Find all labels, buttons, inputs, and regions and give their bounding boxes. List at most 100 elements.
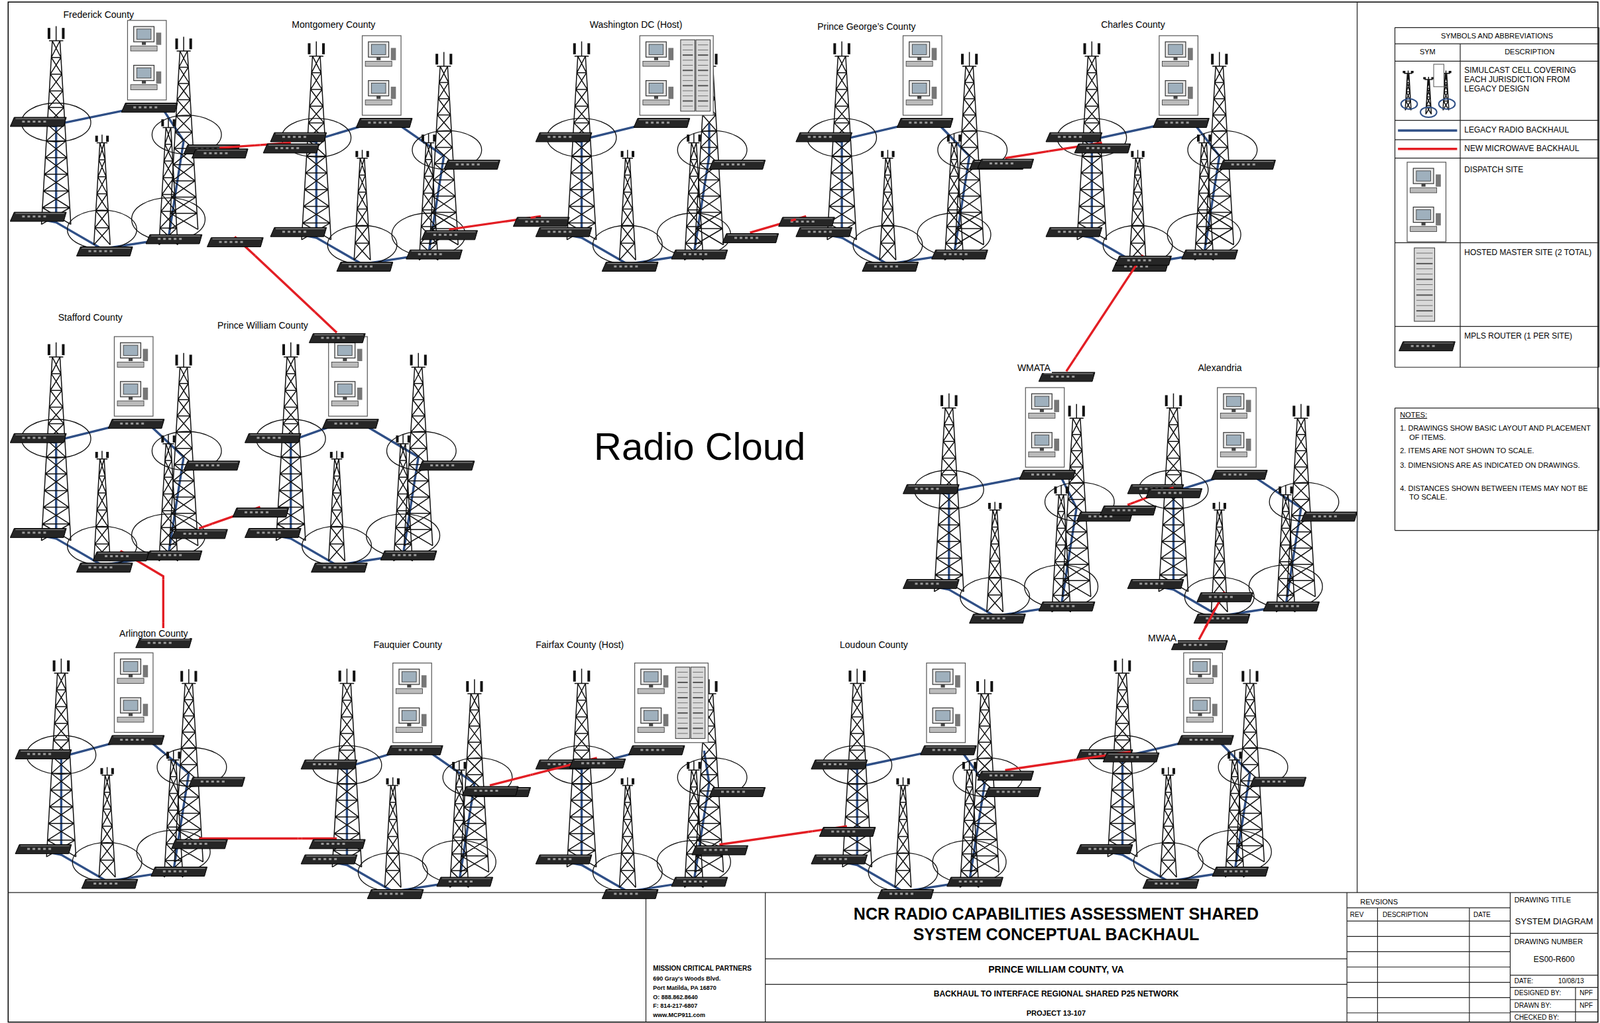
router-body xyxy=(145,550,203,561)
router-edge xyxy=(697,847,747,848)
router-port xyxy=(1240,870,1243,873)
router-port xyxy=(1093,753,1097,756)
tower-antenna xyxy=(587,43,590,55)
side-unit xyxy=(1053,438,1060,451)
monitor-frame xyxy=(932,669,954,685)
monitor-screen xyxy=(935,710,951,721)
router-port xyxy=(1066,605,1070,608)
router-port xyxy=(466,163,470,166)
rack-shelf xyxy=(692,733,703,734)
router-port xyxy=(1149,582,1153,585)
simulcast-cell xyxy=(1045,35,1276,272)
tower-antenna xyxy=(1165,395,1168,407)
jurisdiction-cell: Charles County xyxy=(1049,14,1322,276)
router-port xyxy=(183,843,187,846)
mpls-router xyxy=(796,132,853,142)
router-body xyxy=(601,262,659,272)
tower-antenna xyxy=(1307,405,1310,417)
console-icon xyxy=(637,707,669,733)
router-port xyxy=(206,780,209,783)
router-edge xyxy=(194,778,244,780)
router-port xyxy=(477,163,480,166)
router-port xyxy=(1079,135,1082,138)
lattice-tower xyxy=(1286,404,1315,598)
monitor-frame xyxy=(640,669,662,685)
router-port xyxy=(1183,644,1186,647)
router-port xyxy=(138,106,142,109)
mpls-router xyxy=(81,879,138,889)
router-body xyxy=(461,786,519,797)
router-port xyxy=(932,748,936,751)
router-body xyxy=(513,217,570,227)
router-body xyxy=(421,230,478,240)
router-port xyxy=(21,531,25,534)
rack-shelf xyxy=(682,84,693,87)
router-body xyxy=(709,788,766,798)
rule-line xyxy=(645,892,647,1023)
keyboard xyxy=(1410,226,1437,232)
router-port xyxy=(568,135,572,138)
router-port xyxy=(434,253,437,256)
lattice-tower xyxy=(879,149,897,260)
router-edge xyxy=(176,840,227,842)
router-port xyxy=(104,250,107,253)
mpls-router xyxy=(1197,592,1254,602)
console-icon xyxy=(117,381,148,407)
console-icon xyxy=(1162,80,1194,106)
tower-lattice xyxy=(94,134,111,245)
tower-antenna xyxy=(100,768,103,775)
side-unit xyxy=(421,675,427,688)
monitor-stand xyxy=(917,57,922,61)
router-port xyxy=(135,422,139,425)
rack-body xyxy=(1414,247,1435,322)
rule-line xyxy=(1510,1012,1599,1013)
monitor-frame xyxy=(1189,697,1211,714)
lattice-tower xyxy=(174,669,203,863)
tower-antenna xyxy=(395,435,399,443)
title-block-text: PROJECT 13-107 xyxy=(902,1009,1209,1019)
rack-shelf xyxy=(677,692,688,694)
jurisdiction-cell: WMATA xyxy=(902,357,1131,628)
router-body xyxy=(1045,132,1103,142)
mpls-router xyxy=(1145,488,1203,498)
title-block-text: CHECKED BY: xyxy=(1514,1014,1559,1023)
tower-antenna xyxy=(194,671,197,683)
router-port xyxy=(959,253,963,256)
router-port xyxy=(568,230,572,233)
router-port xyxy=(433,233,437,236)
router-port xyxy=(448,880,452,883)
console-icon xyxy=(365,80,396,106)
monitor-frame xyxy=(399,707,420,724)
mpls-router xyxy=(244,528,301,538)
rack-body xyxy=(695,39,711,112)
coverage-ellipse xyxy=(868,853,938,893)
router-edge xyxy=(1158,119,1208,120)
tower-antenna xyxy=(53,660,56,673)
mpls-router xyxy=(535,855,592,865)
router-port xyxy=(964,880,968,883)
router-port xyxy=(27,531,30,534)
router-port xyxy=(829,230,832,233)
tower-antenna xyxy=(631,151,635,158)
router-port xyxy=(547,135,551,138)
monitor-stand xyxy=(128,357,133,362)
mpls-router xyxy=(421,230,478,240)
monitor-stand xyxy=(1173,96,1178,100)
router-port xyxy=(1209,253,1213,256)
router-port xyxy=(1098,848,1102,851)
router-port xyxy=(199,532,203,535)
monitor-screen xyxy=(371,82,386,93)
monitor-stand xyxy=(654,96,659,100)
router-port xyxy=(318,763,321,766)
router-port xyxy=(334,422,337,425)
tower-antenna xyxy=(330,452,333,458)
mpls-router xyxy=(1127,579,1184,589)
console-icon xyxy=(130,65,162,91)
router-body xyxy=(386,745,443,755)
router-port xyxy=(37,436,41,439)
jurisdiction-cell: MWAA xyxy=(1077,624,1353,888)
router-port xyxy=(597,762,600,765)
microwave-stub xyxy=(1004,760,1074,771)
side-unit xyxy=(1187,47,1194,60)
rule-line xyxy=(1394,408,1396,531)
